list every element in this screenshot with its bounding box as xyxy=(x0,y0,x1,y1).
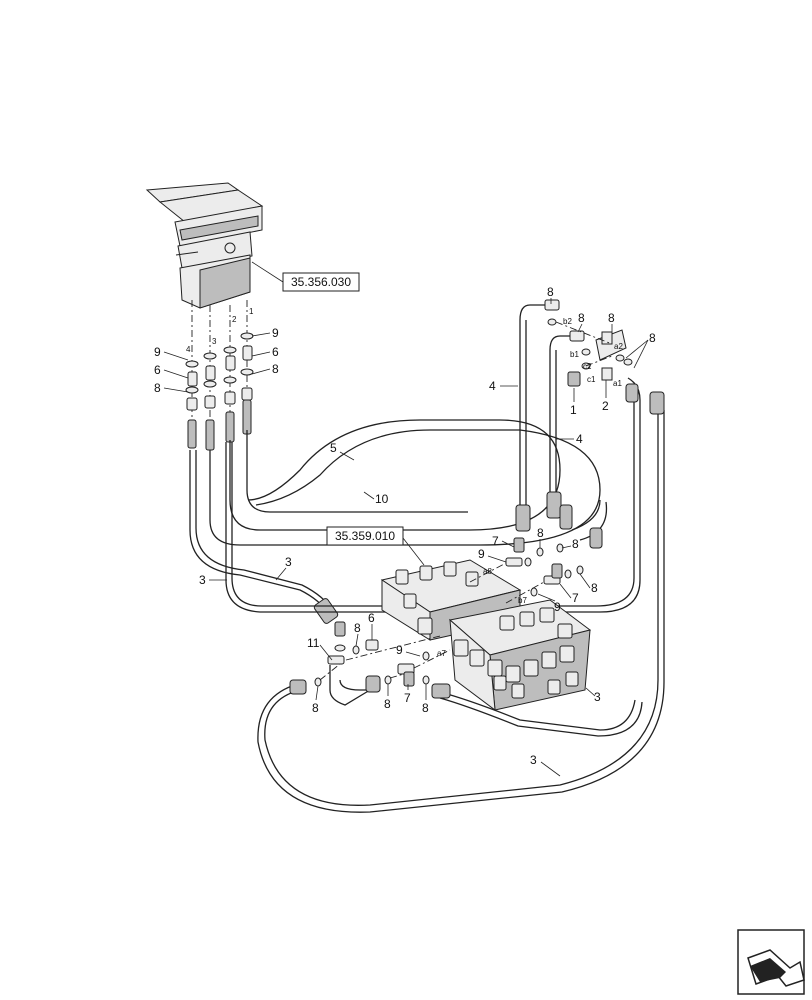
callout-6[interactable]: 6 xyxy=(368,611,375,625)
callout-9[interactable]: 9 xyxy=(478,547,485,561)
port-label: c1 xyxy=(587,375,596,384)
outlet-label: 1 xyxy=(249,307,254,316)
callout-1[interactable]: 1 xyxy=(570,403,577,417)
hose-lines xyxy=(189,304,665,813)
outlet-label: 2 xyxy=(232,315,237,324)
callout-8[interactable]: 8 xyxy=(537,526,544,540)
callout-8[interactable]: 8 xyxy=(572,537,579,551)
callout-3[interactable]: 3 xyxy=(530,753,537,767)
pedal-reference-box[interactable]: 35.356.030 xyxy=(282,272,360,292)
callout-8[interactable]: 8 xyxy=(649,331,656,345)
callout-8[interactable]: 8 xyxy=(154,381,161,395)
port-label: a1 xyxy=(613,379,622,388)
callout-8[interactable]: 8 xyxy=(608,311,615,325)
callout-8[interactable]: 8 xyxy=(272,362,279,376)
callout-8[interactable]: 8 xyxy=(547,285,554,299)
port-label: b1 xyxy=(570,350,579,359)
callout-6[interactable]: 6 xyxy=(154,363,161,377)
callout-9[interactable]: 9 xyxy=(554,600,561,614)
port-label: a7 xyxy=(437,649,446,658)
callout-8[interactable]: 8 xyxy=(354,621,361,635)
callout-7[interactable]: 7 xyxy=(404,691,411,705)
callout-7[interactable]: 7 xyxy=(492,534,499,548)
port-label: b2 xyxy=(563,317,572,326)
upper-right-fittings xyxy=(544,299,633,387)
outlet-label: 4 xyxy=(186,345,191,354)
valve-right-fittings xyxy=(505,537,584,597)
port-label: a2 xyxy=(614,342,623,351)
callout-8[interactable]: 8 xyxy=(384,697,391,711)
control-valve-block xyxy=(380,559,592,712)
outlet-centerlines xyxy=(191,300,248,420)
port-label: b7 xyxy=(518,596,527,605)
callout-3[interactable]: 3 xyxy=(285,555,292,569)
callout-2[interactable]: 2 xyxy=(602,399,609,413)
callout-5[interactable]: 5 xyxy=(330,441,337,455)
callout-9[interactable]: 9 xyxy=(154,345,161,359)
callout-10[interactable]: 10 xyxy=(375,492,389,506)
callout-8[interactable]: 8 xyxy=(591,581,598,595)
port-label: c2 xyxy=(583,362,592,371)
valve-reference-box[interactable]: 35.359.010 xyxy=(326,526,404,546)
port-label: a8 xyxy=(483,567,492,576)
callout-4[interactable]: 4 xyxy=(489,379,496,393)
callout-11[interactable]: 11 xyxy=(307,636,320,650)
callout-9[interactable]: 9 xyxy=(272,326,279,340)
pedal-reference-label: 35.356.030 xyxy=(291,275,351,289)
pedal-control-unit xyxy=(145,182,264,309)
callout-3[interactable]: 3 xyxy=(199,573,206,587)
callout-8[interactable]: 8 xyxy=(422,701,429,715)
valve-reference-label: 35.359.010 xyxy=(335,529,395,543)
callout-6[interactable]: 6 xyxy=(272,345,279,359)
callout-9[interactable]: 9 xyxy=(396,643,403,657)
callout-4[interactable]: 4 xyxy=(576,432,583,446)
outlet-label: 3 xyxy=(212,337,217,346)
callout-7[interactable]: 7 xyxy=(572,591,579,605)
callout-3[interactable]: 3 xyxy=(594,690,601,704)
pedal-fittings xyxy=(185,332,254,451)
previous-page-arrow-icon[interactable] xyxy=(737,929,805,995)
valve-lower-fittings xyxy=(314,621,430,687)
callout-8[interactable]: 8 xyxy=(312,701,319,715)
callout-8[interactable]: 8 xyxy=(578,311,585,325)
